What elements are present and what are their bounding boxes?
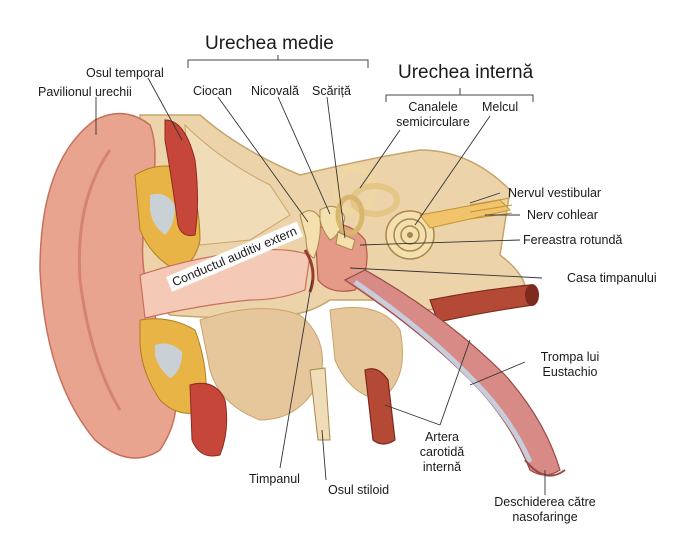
label-timpanul: Timpanul — [249, 472, 300, 486]
inner-ear-bracket — [385, 88, 534, 102]
carotid-artery-vertical — [364, 368, 396, 445]
semicircular-canal-3 — [335, 194, 365, 236]
ossicle-malleus — [299, 210, 321, 259]
ossicle-stapes — [335, 231, 356, 251]
cochlea-turn-1 — [393, 218, 427, 252]
label-nicovala: Nicovală — [251, 84, 299, 98]
cochlea-turn-3 — [407, 232, 413, 238]
vestibulocochlear-nerve — [419, 199, 511, 229]
muscle-lower — [189, 382, 228, 457]
middle-ear-bracket — [187, 55, 369, 68]
label-trompa-lui-eustachio: Trompa lui Eustachio — [540, 350, 600, 379]
label-nervul-vestibular: Nervul vestibular — [508, 186, 602, 200]
semicircular-canal-1 — [334, 165, 376, 215]
nerve-fibers — [469, 197, 513, 220]
auricle-fold — [77, 149, 122, 411]
label-fereastra-rotunda: Fereastra rotundă — [523, 233, 623, 247]
label-casa-timpanului: Casa timpanului — [567, 271, 657, 285]
cartilage-lower — [155, 343, 182, 378]
label-osul-stiloid: Osul stiloid — [328, 483, 390, 497]
label-osul-temporal: Osul temporal — [86, 66, 164, 80]
carotid-artery-opening — [525, 284, 539, 306]
muscle-upper — [164, 119, 198, 236]
tympanic-membrane — [303, 249, 315, 293]
label-deschiderea-catre-nasofaringe: Deschiderea către nasofaringe — [494, 495, 596, 524]
label-nerv-cohlear: Nerv cohlear — [527, 208, 598, 222]
cartilage-upper — [150, 193, 175, 235]
label-artera-carotida-interna: Artera carotidă internă — [419, 430, 465, 474]
label-ciocan: Ciocan — [193, 84, 232, 98]
label-pavilionul-urechii: Pavilionul urechii — [38, 85, 132, 99]
inner-ear-title: Urechea internă — [398, 62, 534, 83]
eustachian-tube-lining — [353, 279, 533, 463]
label-melcul: Melcul — [482, 100, 519, 114]
leader-lines — [95, 77, 546, 495]
label-canalele-semicirculare: Canalele semicirculare — [396, 100, 470, 129]
label-scarita: Scăriță — [312, 84, 351, 98]
middle-ear-title: Urechea medie — [205, 33, 334, 54]
cochlea-turn-2 — [400, 225, 420, 245]
styloid-process — [309, 367, 331, 441]
